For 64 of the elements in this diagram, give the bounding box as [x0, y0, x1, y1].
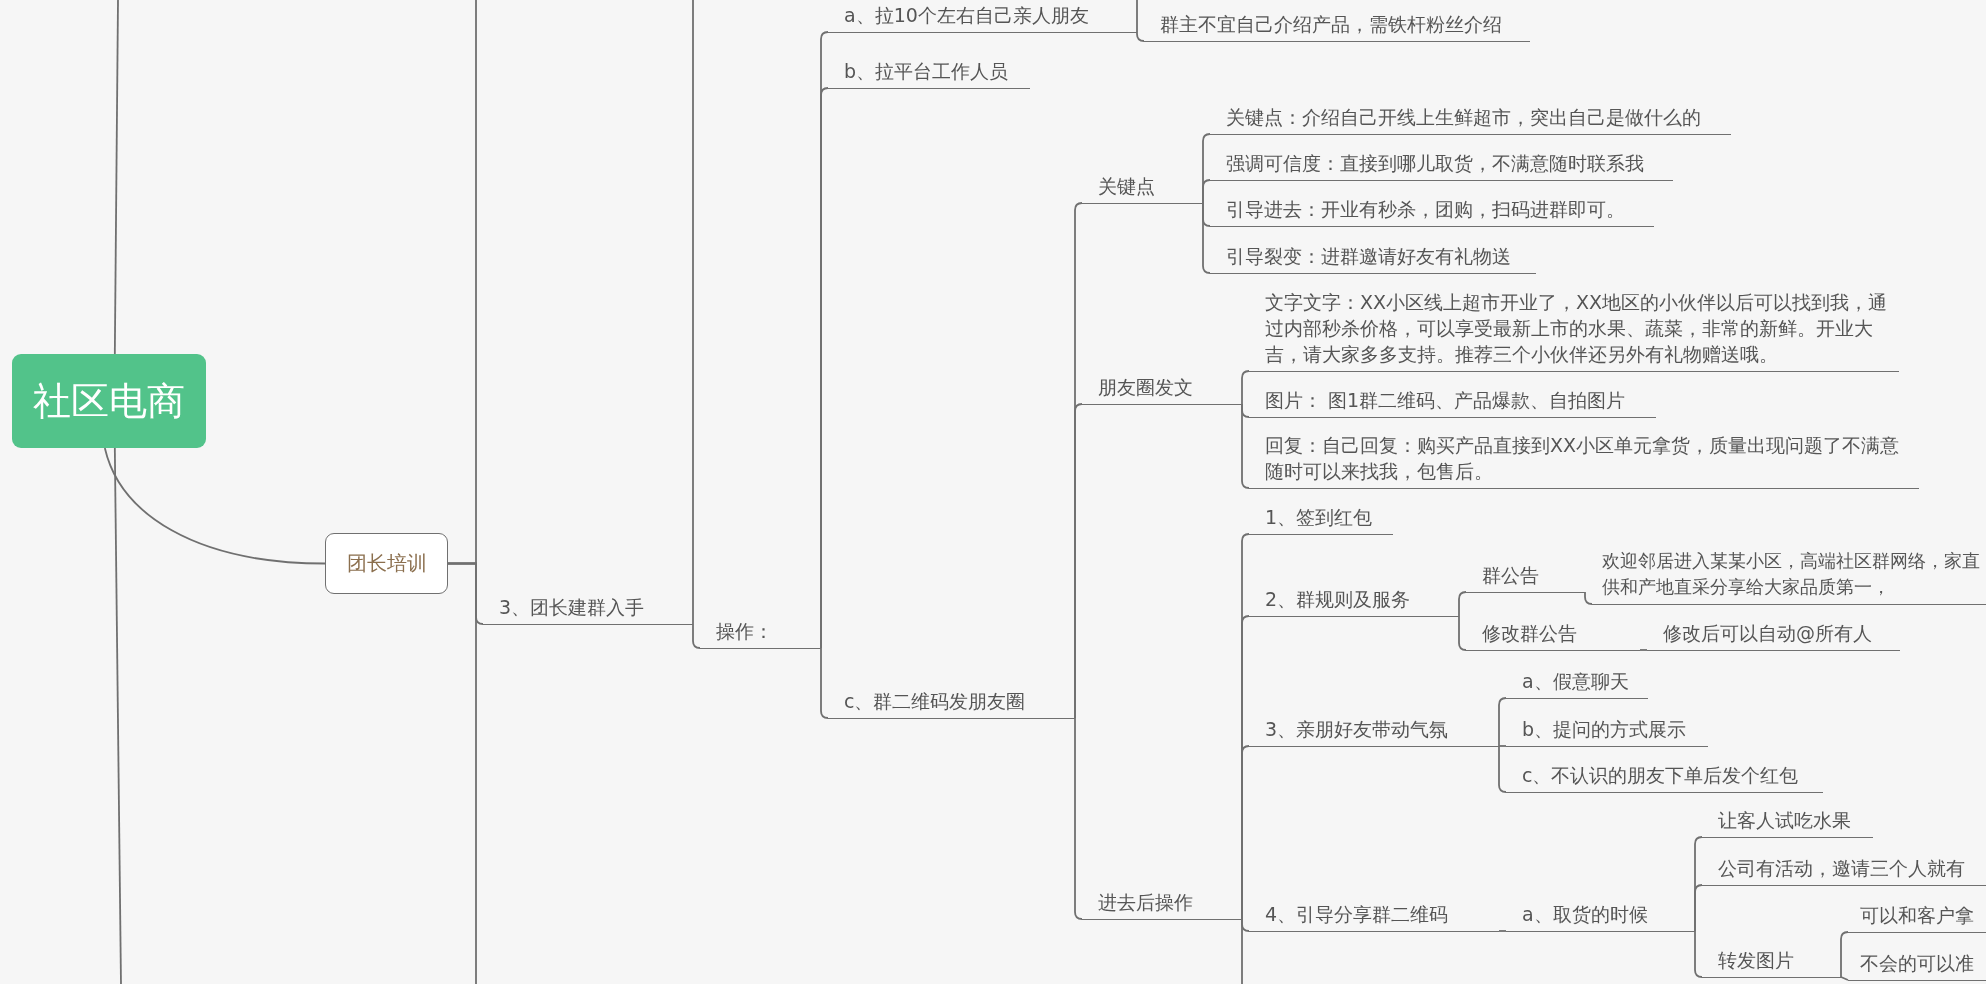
- connector-line: [1241, 403, 1250, 489]
- connector-line: [1202, 202, 1211, 274]
- connector-line: [1241, 918, 1243, 984]
- topic-label: 群主不宜自己介绍产品，需铁杆粉丝介绍: [1144, 11, 1530, 42]
- topic-label: 修改后可以自动@所有人: [1647, 620, 1900, 651]
- topic-label: 可以和客户拿: [1848, 902, 1986, 933]
- topic-label: 欢迎邻居进入某某小区，高端社区群网络，家直供和产地直采分享给大家品质第一，: [1592, 548, 1986, 605]
- topic-label: 引导进去：开业有秒杀，团购，扫码进群即可。: [1210, 196, 1654, 227]
- connector-line: [1498, 745, 1507, 747]
- topic-label: 让客人试吃水果: [1702, 807, 1873, 838]
- connector-line: [1241, 745, 1250, 920]
- topic-label: 3、亲朋好友带动气氛: [1249, 716, 1499, 747]
- topic-label: a、取货的时候: [1506, 901, 1695, 932]
- topic-label: 强调可信度：直接到哪儿取货，不满意随时联系我: [1210, 150, 1673, 181]
- topic-label: b、拉平台工作人员: [828, 58, 1030, 89]
- topic-label: 2、群规则及服务: [1249, 586, 1459, 617]
- connector-line: [1136, 0, 1138, 33]
- topic-label: 3、团长建群入手: [483, 594, 693, 625]
- topic-label: 操作：: [700, 618, 821, 649]
- topic-label: 朋友圈发文: [1082, 374, 1242, 405]
- topic-label: a、假意聊天: [1506, 668, 1648, 699]
- connector-line: [692, 623, 701, 649]
- central-topic-box: 社区电商: [12, 354, 206, 448]
- topic-box: 团长培训: [325, 533, 448, 594]
- connector-line: [1074, 403, 1083, 719]
- connector-line: [447, 562, 477, 984]
- topic-label: 文字文字：XX小区线上超市开业了，XX地区的小伙伴以后可以找到我，通过内部秒杀价格，可以享受最新上市的水果、蔬菜，非常的新鲜。开业大吉，请大家多多支持。推荐三个小伙伴还另外有礼物赠送哦。: [1249, 289, 1899, 372]
- topic-label: 公司有活动，邀请三个人就有: [1702, 855, 1986, 886]
- topic-label: c、群二维码发朋友圈: [828, 688, 1075, 719]
- connector-line: [1498, 697, 1507, 747]
- connector-line: [1202, 179, 1211, 204]
- topic-label: c、不认识的朋友下单后发个红包: [1506, 762, 1823, 793]
- connector-line: [1074, 717, 1083, 920]
- connector-line: [103, 447, 326, 565]
- topic-label: 不会的可以准: [1848, 950, 1986, 981]
- connector-line: [1840, 976, 1849, 981]
- connector-line: [1639, 649, 1648, 651]
- connector-line: [1694, 930, 1703, 978]
- topic-label: 回复：自己回复：购买产品直接到XX小区单元拿货，质量出现问题了不满意随时可以来找我，包售后。: [1249, 432, 1919, 489]
- connector-line: [820, 647, 829, 719]
- connector-line: [113, 0, 119, 355]
- connector-line: [1241, 370, 1250, 405]
- connector-line: [692, 0, 694, 625]
- topic-label: 关键点：介绍自己开线上生鲜超市，突出自己是做什么的: [1210, 104, 1731, 135]
- topic-label: 4、引导分享群二维码: [1249, 901, 1499, 932]
- connector-line: [113, 447, 122, 984]
- topic-label: 引导裂变：进群邀请好友有礼物送: [1210, 243, 1536, 274]
- connector-line: [1694, 884, 1703, 932]
- topic-label: b、提问的方式展示: [1506, 716, 1708, 747]
- connector-line: [1458, 591, 1467, 617]
- topic-label: 修改群公告: [1466, 620, 1640, 651]
- connector-line: [1136, 31, 1145, 42]
- connector-line: [1840, 931, 1849, 978]
- topic-label: 群公告: [1466, 562, 1585, 593]
- topic-label: a、拉10个左右自己亲人朋友: [828, 2, 1137, 33]
- topic-label: 1、签到红包: [1249, 504, 1393, 535]
- connector-line: [1498, 930, 1507, 932]
- topic-label: 关键点: [1082, 173, 1203, 204]
- topic-label: 转发图片: [1702, 947, 1841, 978]
- topic-label: 图片： 图1群二维码、产品爆款、自拍图片: [1249, 387, 1656, 418]
- connector-line: [1584, 591, 1593, 605]
- connector-line: [1498, 745, 1507, 793]
- connector-line: [1458, 615, 1467, 651]
- topic-label: 进去后操作: [1082, 889, 1242, 920]
